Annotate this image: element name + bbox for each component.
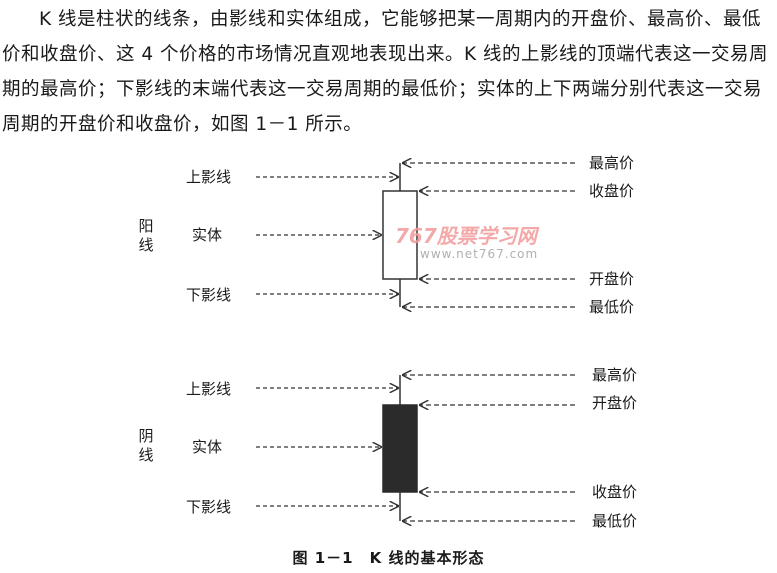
yang-low-label: 最低价 <box>589 298 635 316</box>
yin-body-label: 实体 <box>192 438 223 456</box>
figure-caption: 图 1－1 K 线的基本形态 <box>292 549 485 567</box>
yin-side-label-1: 阴 <box>138 427 154 445</box>
yin-open-label: 开盘价 <box>592 394 638 412</box>
yang-side-label-1: 阳 <box>138 217 154 235</box>
yin-high-label: 最高价 <box>592 366 638 384</box>
yin-body <box>382 404 418 493</box>
yin-close-label: 收盘价 <box>592 483 638 501</box>
yang-candle <box>382 163 418 307</box>
yin-left-arrows <box>256 388 398 506</box>
watermark-logo: 767股票学习网 <box>395 224 537 248</box>
yin-side-label-2: 线 <box>138 446 154 464</box>
yang-left-arrows <box>256 177 398 294</box>
yin-lower-shadow-label: 下影线 <box>186 498 232 516</box>
yang-side-label-2: 线 <box>138 236 154 254</box>
yang-upper-shadow-label: 上影线 <box>186 168 232 186</box>
yin-candle <box>382 375 418 521</box>
yang-body <box>382 190 418 280</box>
yang-close-label: 收盘价 <box>589 182 635 200</box>
yang-right-arrows <box>403 163 575 307</box>
yang-high-label: 最高价 <box>589 154 635 172</box>
yin-low-label: 最低价 <box>592 512 638 530</box>
yang-open-label: 开盘价 <box>589 270 635 288</box>
yin-right-arrows <box>403 375 575 521</box>
yin-upper-shadow-label: 上影线 <box>186 380 232 398</box>
yang-body-label: 实体 <box>192 226 223 244</box>
intro-paragraph: K 线是柱状的线条，由影线和实体组成，它能够把某一周期内的开盘价、最高价、最低价… <box>2 9 769 135</box>
watermark-url: www.net767.com <box>420 247 539 261</box>
yang-lower-shadow-label: 下影线 <box>186 286 232 304</box>
